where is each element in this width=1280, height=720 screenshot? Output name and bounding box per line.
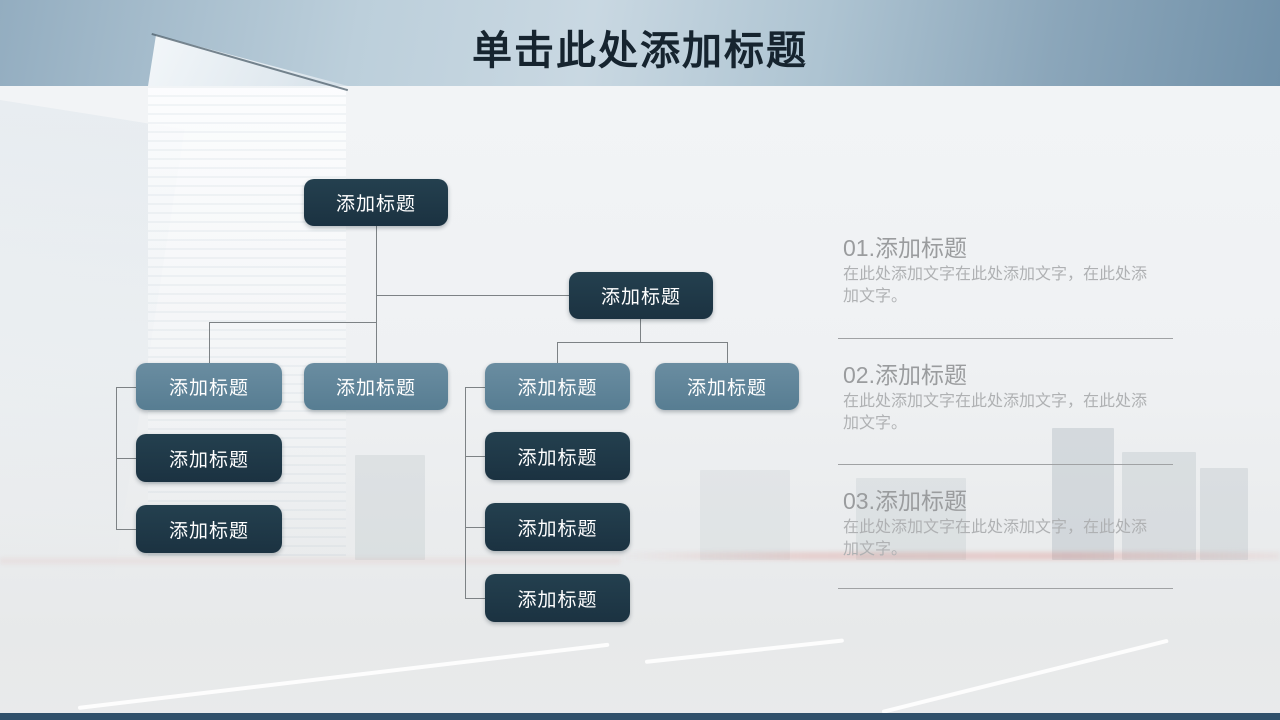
connector-line xyxy=(465,456,485,457)
connector-line xyxy=(209,322,377,323)
org-node-label: 添加标题 xyxy=(335,194,416,215)
org-node-c2[interactable]: 添加标题 xyxy=(485,503,630,551)
slide-title-placeholder[interactable]: 单击此处添加标题 xyxy=(472,29,808,73)
road-lane-marking xyxy=(881,638,1169,714)
org-node-label: 添加标题 xyxy=(517,518,598,540)
org-node-c[interactable]: 添加标题 xyxy=(485,363,630,410)
footer-accent-bar xyxy=(0,713,1280,720)
background-building-silhouette xyxy=(856,478,966,560)
org-node-c1[interactable]: 添加标题 xyxy=(485,432,630,480)
org-node-branch[interactable]: 添加标题 xyxy=(569,272,713,319)
panel-divider xyxy=(838,464,1173,465)
org-node-a2[interactable]: 添加标题 xyxy=(136,505,282,553)
connector-line xyxy=(465,387,466,598)
org-node-label: 添加标题 xyxy=(168,520,249,542)
background-skyscraper xyxy=(148,86,346,556)
background-building-silhouette xyxy=(1052,428,1114,560)
connector-line xyxy=(557,342,727,343)
background-red-light-streak xyxy=(0,558,620,564)
background-red-light-streak xyxy=(610,552,1280,560)
background-building-silhouette xyxy=(1122,452,1196,560)
org-node-c3[interactable]: 添加标题 xyxy=(485,574,630,622)
panel-section-3-body[interactable]: 在此处添加文字在此处添加文字，在此处添加文字。 xyxy=(843,519,1148,559)
org-node-d[interactable]: 添加标题 xyxy=(655,363,799,410)
connector-line xyxy=(465,598,485,599)
connector-line xyxy=(376,226,377,363)
org-node-label: 添加标题 xyxy=(168,378,249,399)
org-node-b[interactable]: 添加标题 xyxy=(304,363,448,410)
connector-line xyxy=(727,342,728,363)
org-node-label: 添加标题 xyxy=(686,378,767,399)
connector-line xyxy=(116,529,136,530)
road-lane-marking xyxy=(77,642,610,710)
org-node-label: 添加标题 xyxy=(517,589,598,611)
background-building-silhouette xyxy=(1200,468,1248,560)
org-node-label: 添加标题 xyxy=(335,378,416,399)
panel-divider xyxy=(838,338,1173,339)
org-node-root[interactable]: 添加标题 xyxy=(304,179,448,226)
panel-section-1-heading[interactable]: 01.添加标题 xyxy=(843,235,967,261)
connector-line xyxy=(465,527,485,528)
org-node-label: 添加标题 xyxy=(517,378,598,399)
connector-line xyxy=(557,342,558,363)
connector-line xyxy=(116,387,136,388)
org-node-label: 添加标题 xyxy=(600,287,681,308)
background-building-silhouette xyxy=(355,455,425,560)
org-node-label: 添加标题 xyxy=(517,447,598,469)
panel-divider xyxy=(838,588,1173,589)
org-node-a1[interactable]: 添加标题 xyxy=(136,434,282,482)
connector-line xyxy=(376,295,569,296)
connector-line xyxy=(209,322,210,363)
org-node-a[interactable]: 添加标题 xyxy=(136,363,282,410)
org-node-label: 添加标题 xyxy=(168,449,249,471)
panel-section-3-heading[interactable]: 03.添加标题 xyxy=(843,488,967,514)
panel-section-1-body[interactable]: 在此处添加文字在此处添加文字，在此处添加文字。 xyxy=(843,266,1148,306)
connector-line xyxy=(116,458,136,459)
background-building-silhouette xyxy=(700,470,790,560)
panel-section-2-body[interactable]: 在此处添加文字在此处添加文字，在此处添加文字。 xyxy=(843,393,1148,433)
road-lane-marking xyxy=(644,638,845,664)
panel-section-2-heading[interactable]: 02.添加标题 xyxy=(843,362,967,388)
connector-line xyxy=(465,387,485,388)
connector-line xyxy=(640,319,641,342)
